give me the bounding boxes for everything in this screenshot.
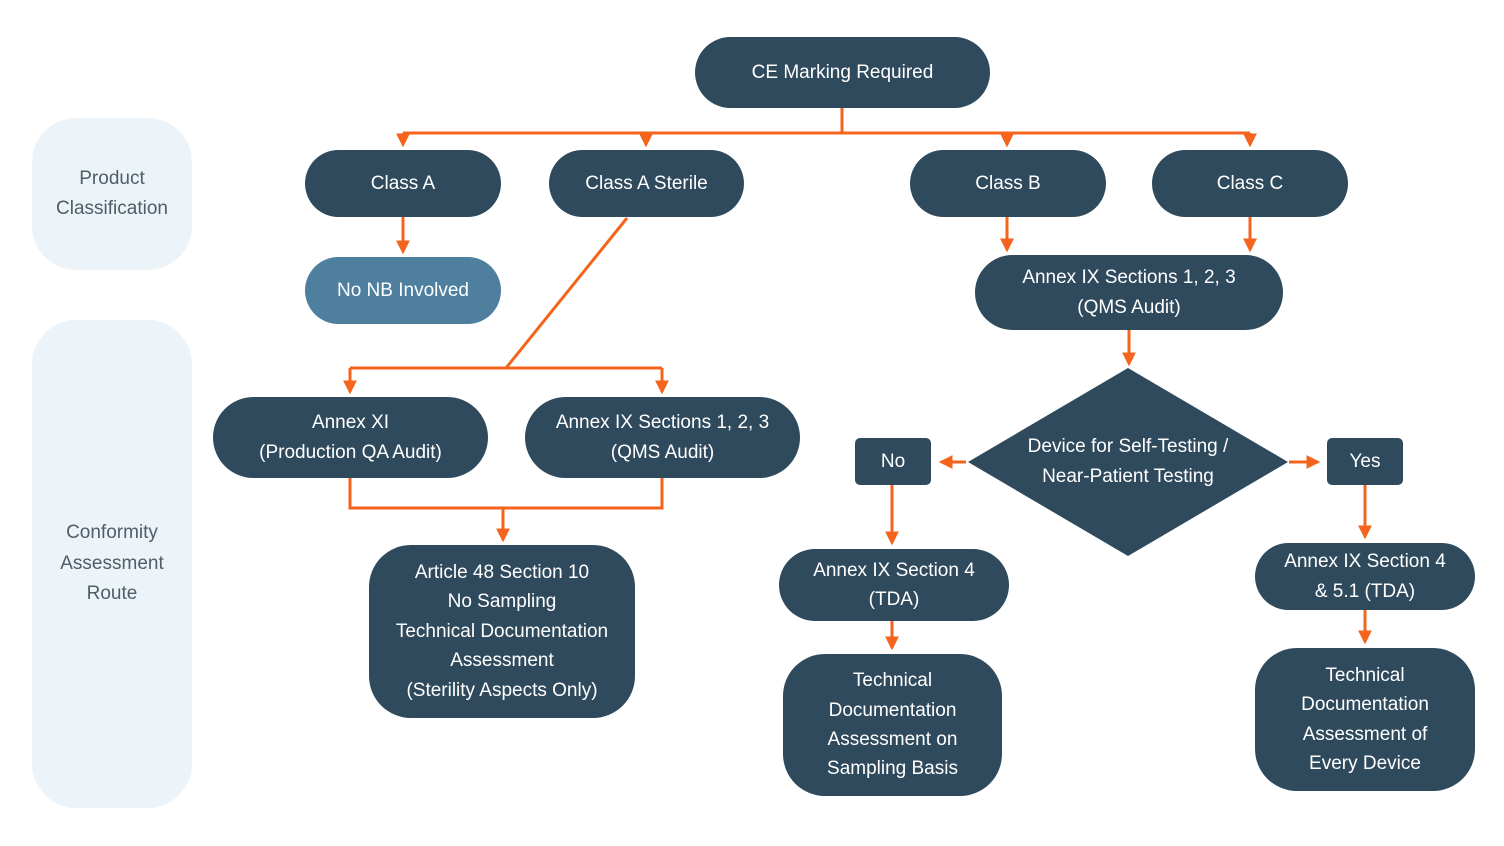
label-product-classification: Product Classification (32, 118, 192, 270)
node-annex-ix-qms-class-bc: Annex IX Sections 1, 2, 3 (QMS Audit) (975, 255, 1283, 330)
node-annex-ix-section-4: Annex IX Section 4 (TDA) (779, 549, 1009, 621)
label-conformity-assessment-route: Conformity Assessment Route (32, 320, 192, 808)
node-self-testing-decision: Device for Self-Testing / Near-Patient T… (968, 368, 1288, 556)
node-annex-ix-section-4-5-1: Annex IX Section 4 & 5.1 (TDA) (1255, 543, 1475, 610)
diamond-label: Device for Self-Testing / Near-Patient T… (1027, 435, 1229, 487)
node-tda-sampling-basis: Technical Documentation Assessment on Sa… (783, 654, 1002, 796)
node-tda-every-device: Technical Documentation Assessment of Ev… (1255, 648, 1475, 791)
node-annex-ix-qms-sterile: Annex IX Sections 1, 2, 3 (QMS Audit) (525, 397, 800, 478)
diamond-shape (968, 368, 1288, 556)
node-class-a-sterile: Class A Sterile (549, 150, 744, 217)
node-ce-marking-required: CE Marking Required (695, 37, 990, 108)
edge-sterile-diagonal (504, 217, 629, 369)
node-article-48-section-10: Article 48 Section 10 No Sampling Techni… (369, 545, 635, 718)
node-annex-xi-production-qa: Annex XI (Production QA Audit) (213, 397, 488, 478)
node-decision-no: No (855, 438, 931, 485)
node-class-b: Class B (910, 150, 1106, 217)
node-class-c: Class C (1152, 150, 1348, 217)
node-decision-yes: Yes (1327, 438, 1403, 485)
node-class-a: Class A (305, 150, 501, 217)
edge-converge-bus (348, 478, 664, 510)
node-no-nb-involved: No NB Involved (305, 257, 501, 324)
